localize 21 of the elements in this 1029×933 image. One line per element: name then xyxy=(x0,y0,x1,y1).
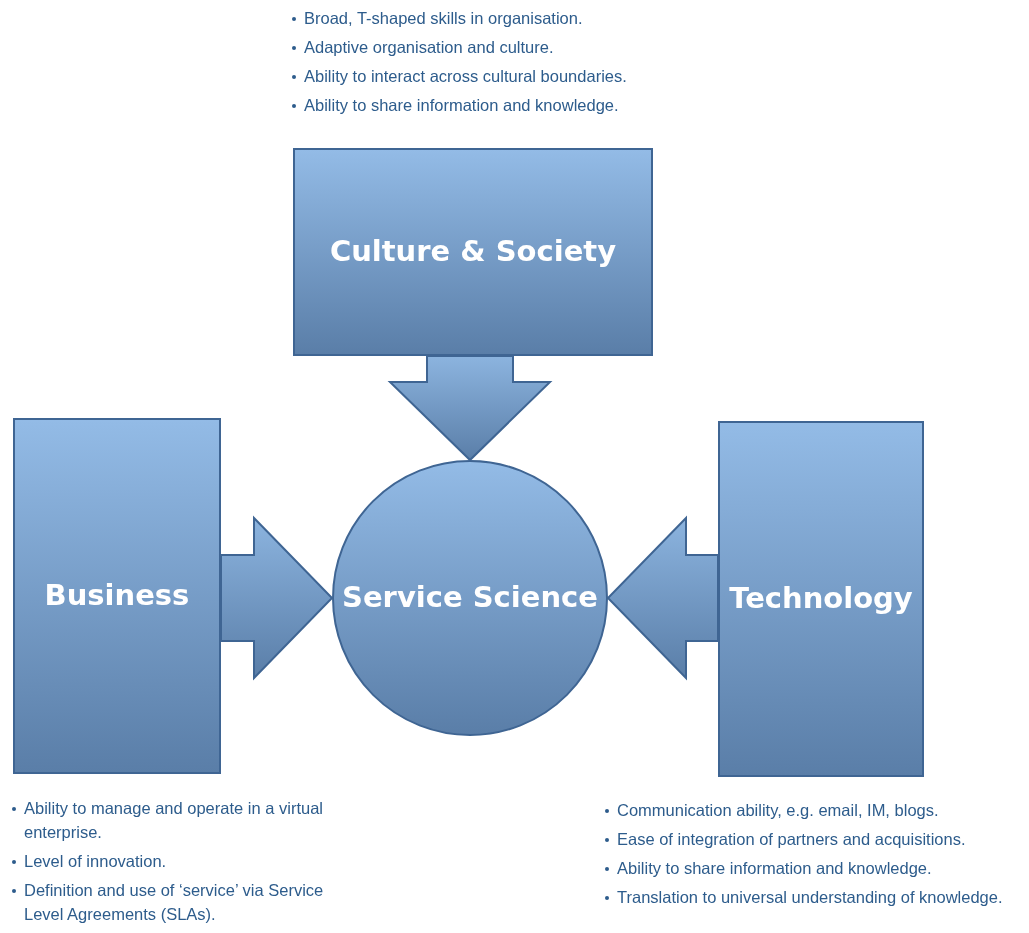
bullet-point: Adaptive organisation and culture. xyxy=(290,35,720,59)
node-label: Business xyxy=(44,577,190,615)
node-label: Service Science xyxy=(342,579,598,617)
category-box xyxy=(13,418,221,774)
block-arrow xyxy=(220,515,334,681)
bullet-point: Level of innovation. xyxy=(10,849,350,873)
block-arrow xyxy=(606,515,719,681)
bullet-point: Ability to share information and knowledge. xyxy=(603,856,1028,880)
bullet-point: Ability to share information and knowledge. xyxy=(290,93,720,117)
bullet-point: Ability to interact across cultural boundaries. xyxy=(290,64,720,88)
node-label: Technology xyxy=(729,580,913,618)
bullet-point: Ease of integration of partners and acquisitions. xyxy=(603,827,1028,851)
bullet-point: Definition and use of ‘service’ via Service Level Agreements (SLAs). xyxy=(10,878,350,926)
category-box xyxy=(718,421,924,777)
category-box xyxy=(293,148,653,356)
block-arrow xyxy=(387,355,553,462)
bullet-point: Translation to universal understanding of knowledge. xyxy=(603,885,1028,909)
bullet-point: Communication ability, e.g. email, IM, blogs. xyxy=(603,798,1028,822)
bullet-point: Broad, T-shaped skills in organisation. xyxy=(290,6,720,30)
bullet-point: Ability to manage and operate in a virtual enterprise. xyxy=(10,796,350,844)
node-label: Culture & Society xyxy=(329,233,617,271)
